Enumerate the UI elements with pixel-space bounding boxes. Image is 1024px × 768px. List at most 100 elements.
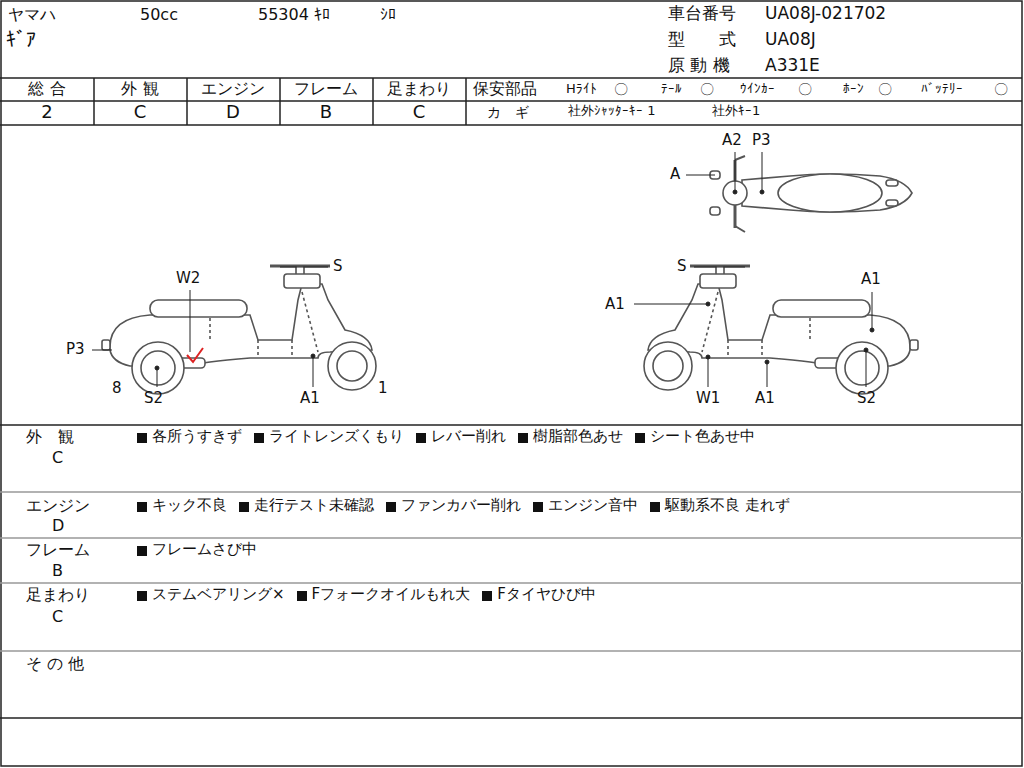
sheet-text: UA08J-021702 [765, 4, 886, 24]
sheet-text: エンジン [201, 80, 265, 98]
drawing-stroke [864, 348, 868, 352]
drawing-stroke [157, 368, 158, 387]
drawing-stroke [0, 650, 1022, 652]
sheet-text: ｳｲﾝｶｰ [740, 82, 775, 97]
sheet-text: 社外ｼｬｯﾀｰｷｰ 1 [568, 104, 655, 119]
remark-item: シート色あせ中 [650, 428, 755, 445]
sheet-text: W1 [696, 390, 720, 407]
drawing-stroke [634, 304, 708, 305]
bullet-square [635, 433, 645, 443]
drawing-stroke [0, 100, 1022, 102]
remark-item: キック不良 [152, 497, 227, 514]
drawing-stroke [710, 207, 720, 215]
scooter-right-view [644, 266, 918, 394]
drawing-stroke [465, 78, 467, 125]
sheet-text: P3 [752, 132, 771, 149]
remark-item: Fタイヤひび中 [497, 586, 596, 603]
sheet-text: P3 [66, 341, 85, 358]
remark-item: 走行テスト未確認 [254, 497, 374, 514]
sheet-text: W2 [176, 270, 200, 287]
drawing-stroke [872, 292, 873, 330]
drawing-stroke [735, 152, 736, 192]
drawing-stroke [0, 77, 1022, 79]
bullet-square [650, 502, 660, 512]
sheet-text: 外 観 [26, 428, 74, 446]
drawing-stroke [155, 366, 159, 370]
drawing-stroke [313, 356, 314, 387]
sheet-text: C [134, 102, 147, 123]
sheet-text: Hﾗｲﾄ [566, 82, 597, 97]
drawing-stroke [694, 267, 745, 268]
remark-item: 駆動系不良 走れず [665, 497, 790, 514]
sheet-text: A [670, 166, 680, 183]
bullet-square [137, 591, 147, 601]
drawing-stroke [866, 350, 867, 387]
check-mark [187, 348, 203, 362]
drawing-stroke [886, 180, 898, 186]
sheet-text: A1 [300, 390, 320, 407]
leader-lines [92, 152, 874, 387]
drawing-stroke [0, 124, 1022, 126]
sheet-text: 55304 ｷﾛ [258, 6, 330, 24]
drawing-stroke [0, 537, 1022, 539]
sheet-text: A1 [605, 296, 625, 313]
sheet-text: C [413, 102, 426, 123]
sheet-text: D [52, 517, 64, 535]
sheet-text: フレーム [26, 541, 90, 559]
scooter-left-view [102, 266, 376, 394]
drawing-stroke [870, 328, 874, 332]
bullet-square [533, 502, 543, 512]
sheet-text: カ ギ [487, 104, 529, 120]
drawing-stroke [733, 190, 737, 194]
remark-item: ライトレンズくもり [269, 428, 404, 445]
drawing-stroke [311, 354, 315, 358]
drawing-stroke [0, 424, 1022, 426]
sheet-text: そ の 他 [26, 655, 84, 673]
remark-item: エンジン音中 [548, 497, 638, 514]
sheet-text: 1 [378, 380, 388, 397]
sheet-text: 〇 [878, 81, 892, 97]
remark-item: 樹脂部色あせ [533, 428, 623, 445]
drawing-stroke [760, 190, 764, 194]
bullet-square [386, 502, 396, 512]
sheet-text: A2 [722, 132, 742, 149]
drawing-stroke [190, 290, 191, 352]
remark-item: ファンカバー削れ [401, 497, 521, 514]
sheet-text: 社外ｷｰ1 [712, 104, 760, 119]
sheet-text: S [677, 258, 687, 275]
sheet-text: A1 [755, 390, 775, 407]
drawing-stroke [765, 360, 769, 364]
drawing-stroke [767, 362, 768, 387]
drawing-stroke [279, 78, 281, 125]
sheet-text: S2 [857, 390, 876, 407]
bullet-square [239, 502, 249, 512]
sheet-text: 足まわり [26, 586, 90, 604]
drawing-stroke [0, 491, 1022, 493]
drawing-stroke [706, 302, 710, 306]
sheet-text: B [52, 562, 63, 580]
drawing-stroke [92, 350, 112, 351]
drawing-stroke [706, 355, 710, 359]
remark-item: ステムベアリング× [152, 586, 285, 603]
sheet-text: 総 合 [28, 80, 65, 98]
sheet-text: 保安部品 [473, 80, 537, 98]
remark-item: Fフォークオイルもれ大 [312, 586, 471, 603]
sheet-text: 型 式 [668, 30, 736, 50]
sheet-text: S [333, 258, 343, 275]
sheet-text: D [226, 102, 240, 123]
bullet-square [297, 591, 307, 601]
sheet-text: UA08J [765, 30, 816, 50]
drawing-stroke [742, 174, 912, 212]
sheet-text: S2 [144, 390, 163, 407]
scooter-top-view [710, 156, 912, 232]
bullet-square [137, 502, 147, 512]
bullet-square [416, 433, 426, 443]
sheet-text: 2 [41, 102, 52, 123]
drawing-stroke [280, 267, 328, 268]
sheet-text: フレーム [294, 80, 358, 98]
bullet-square [137, 546, 147, 556]
sheet-text: 〇 [614, 81, 628, 97]
sheet-text: 〇 [994, 81, 1008, 97]
